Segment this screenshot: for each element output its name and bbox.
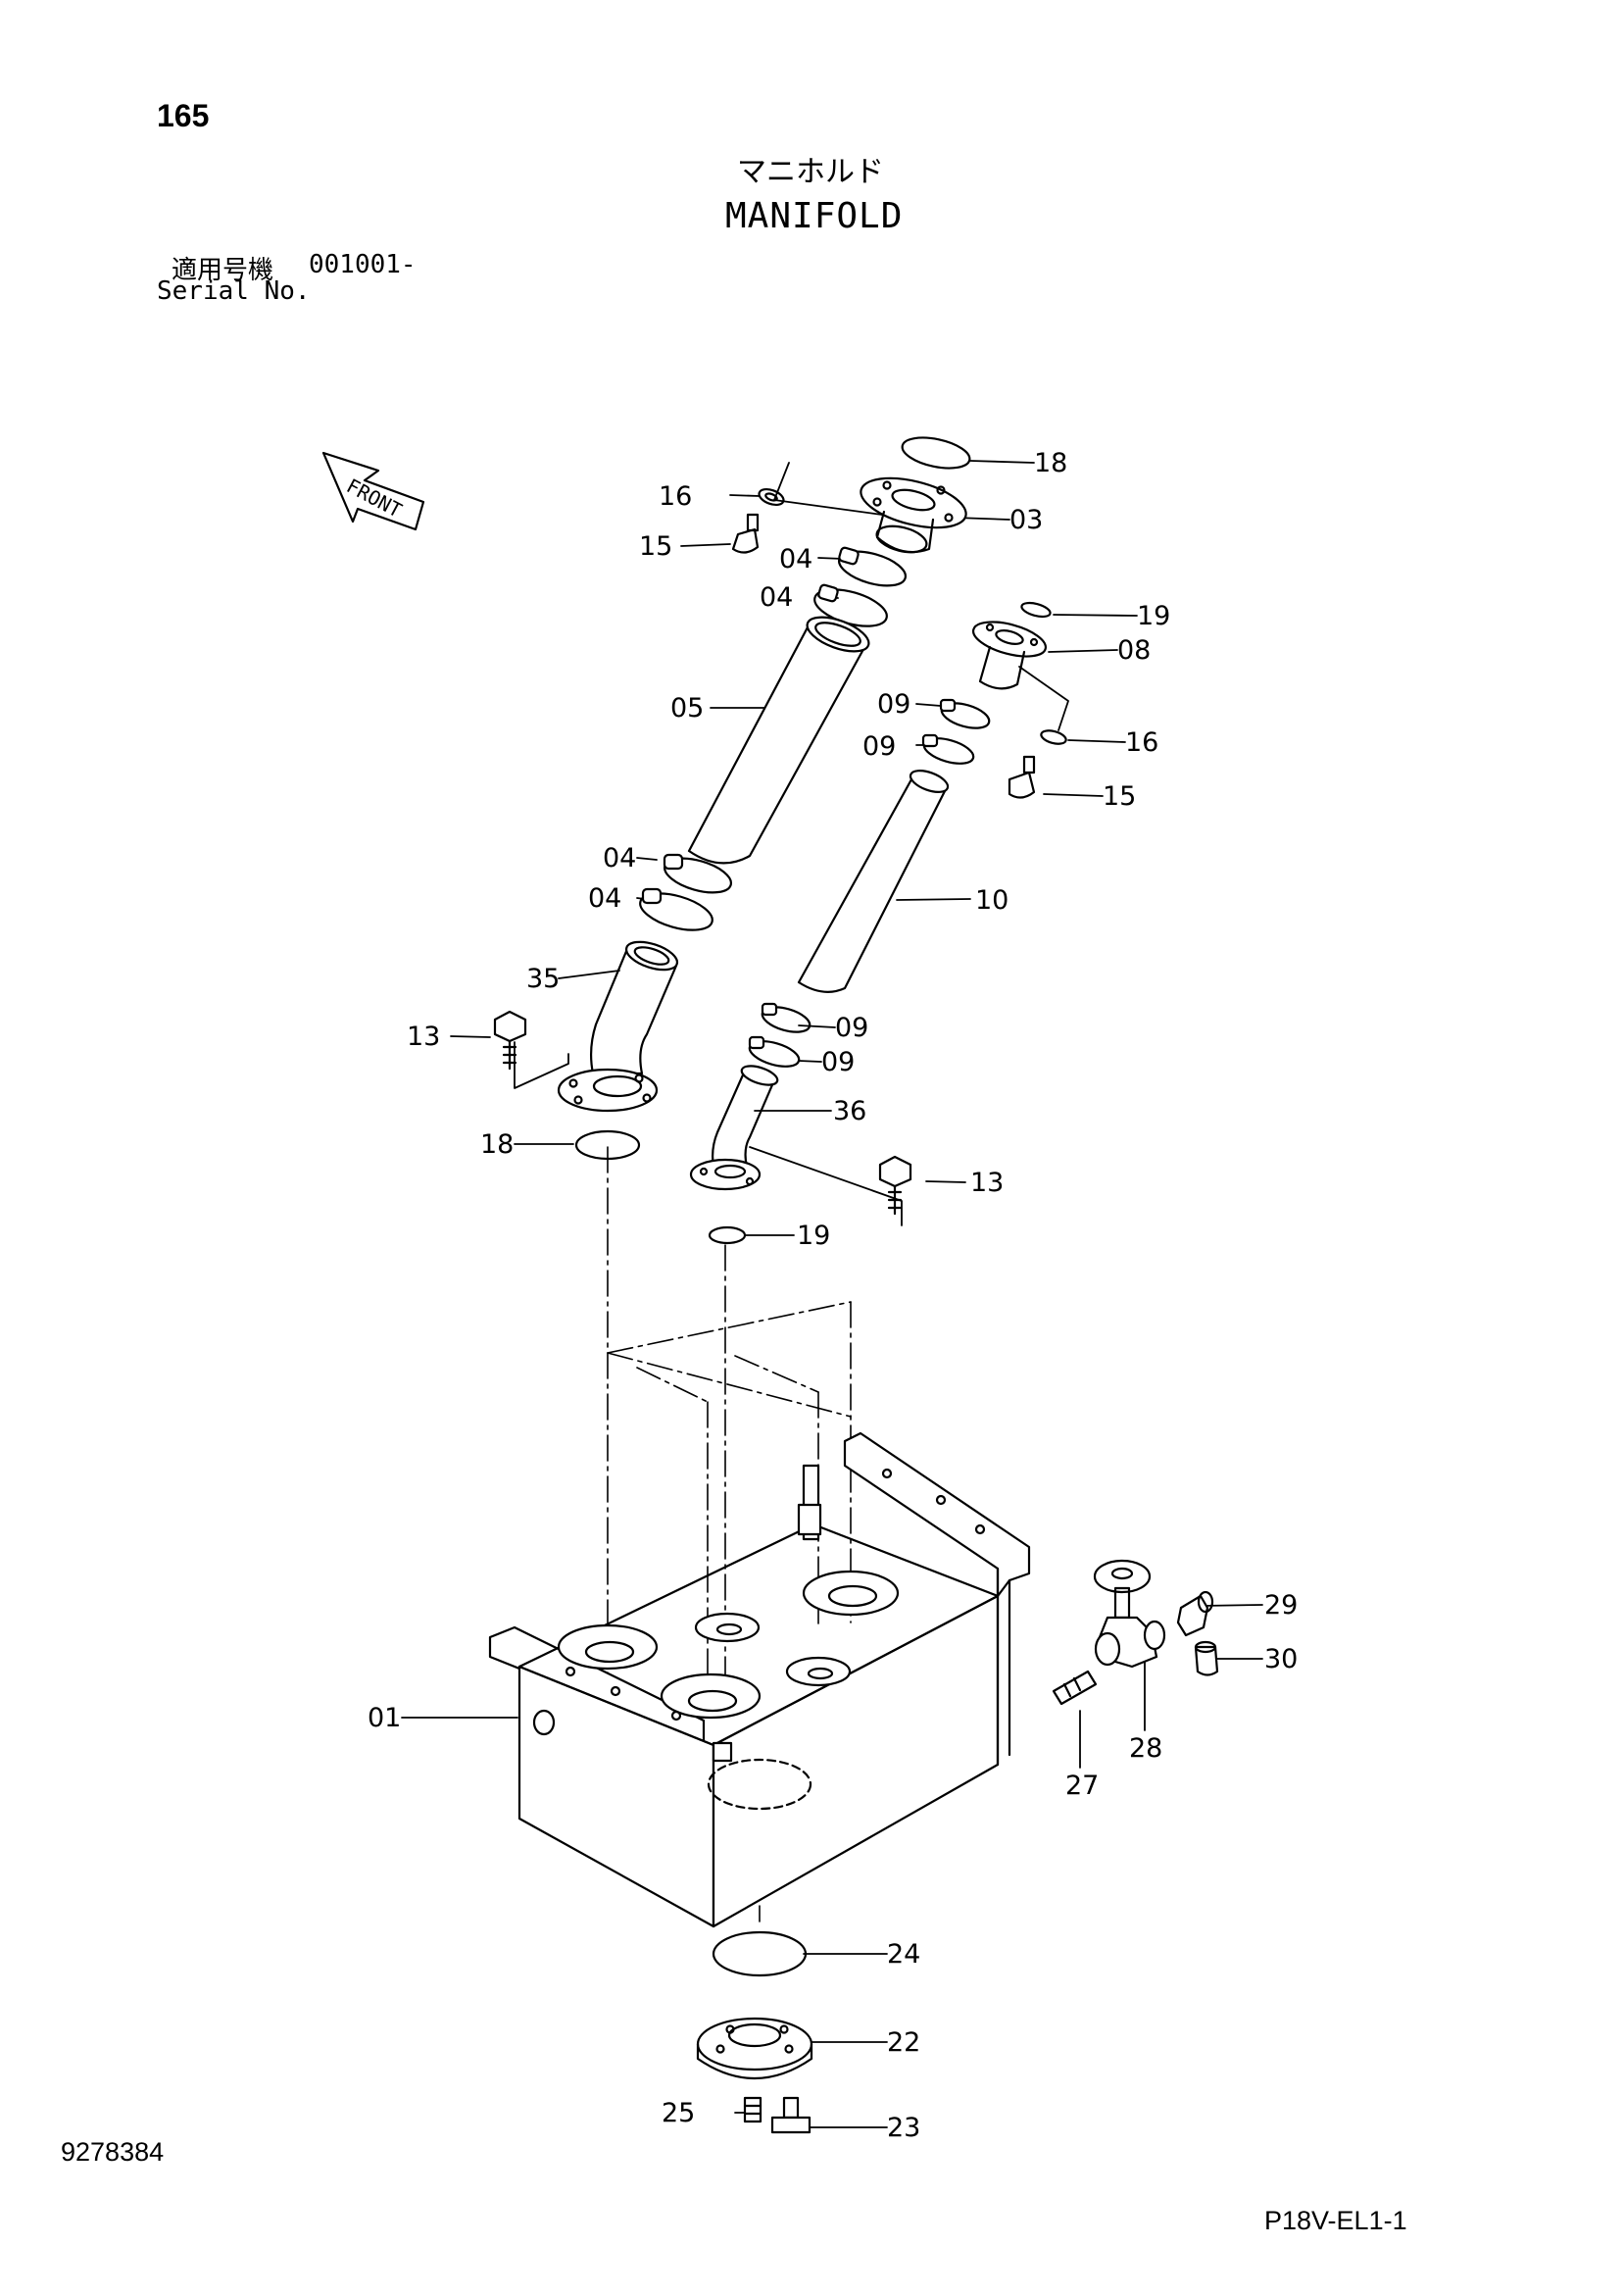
callout-18: 18 (1034, 448, 1067, 478)
manifold-tank-01 (488, 1431, 1031, 1928)
callout-05: 05 (670, 693, 704, 724)
callout-13: 13 (970, 1168, 1004, 1198)
callout-27: 27 (1065, 1771, 1099, 1801)
hose-clamps-09-upper (921, 698, 991, 765)
valve-28 (1093, 1559, 1166, 1669)
cap-30 (1194, 1640, 1219, 1676)
hose-clamps-09-lower (748, 1002, 812, 1068)
front-arrow-icon: FRONT (321, 451, 425, 531)
fitting-27 (1052, 1670, 1098, 1706)
page-title: MANIFOLD (725, 196, 904, 236)
callout-29: 29 (1264, 1590, 1298, 1621)
drawing-code: P18V-EL1-1 (1264, 2206, 1407, 2235)
o-ring-19-top (1020, 601, 1052, 619)
callout-04: 04 (588, 883, 621, 914)
callout-09: 09 (862, 731, 896, 762)
bolt-13-left (493, 1010, 527, 1071)
plug-fitting-15-right (1008, 755, 1036, 799)
callout-16: 16 (659, 481, 692, 512)
flange-adapter-03 (860, 476, 967, 554)
callout-01: 01 (368, 1703, 401, 1733)
seal-ring-16-right (1040, 729, 1067, 745)
document-number: 9278384 (61, 2137, 165, 2167)
hose-05 (687, 616, 870, 865)
callout-09: 09 (821, 1047, 855, 1077)
elbow-fitting-29 (1176, 1590, 1214, 1637)
elbow-flange-36 (689, 1065, 779, 1191)
callout-03: 03 (1009, 505, 1043, 535)
hose-clamps-04-upper (813, 546, 907, 627)
page-number: 165 (157, 98, 210, 133)
plug-fitting-15-top (731, 513, 760, 554)
elbow-flange-35 (557, 940, 679, 1113)
cover-flange-22 (696, 2017, 813, 2080)
bolt-13-right (878, 1155, 912, 1216)
callout-35: 35 (526, 964, 560, 994)
callout-09: 09 (877, 689, 910, 720)
callout-15: 15 (639, 531, 672, 562)
o-ring-18-top (901, 436, 971, 470)
hose-clamps-04-lower (639, 853, 732, 931)
title-japanese: マニホルド (737, 155, 884, 189)
bolt-25 (743, 2096, 762, 2123)
callout-23: 23 (887, 2113, 920, 2143)
callout-36: 36 (833, 1096, 866, 1126)
callout-19: 19 (1137, 601, 1170, 631)
callout-25: 25 (662, 2098, 695, 2128)
seal-ring-16-top (758, 487, 785, 507)
callout-19: 19 (797, 1221, 830, 1251)
callout-08: 08 (1117, 635, 1151, 666)
serial-label: Serial No. (157, 276, 311, 306)
callout-labels: 18 16 03 15 04 04 19 08 05 09 09 16 15 0… (368, 448, 1298, 2143)
o-ring-24-bottom (712, 1930, 808, 1977)
callout-30: 30 (1264, 1644, 1298, 1674)
callout-16: 16 (1125, 727, 1158, 758)
callout-15: 15 (1103, 781, 1136, 812)
callout-22: 22 (887, 2027, 920, 2058)
leader-lines (401, 460, 1263, 2128)
serial-number: 001001- (309, 250, 417, 279)
callout-18: 18 (480, 1129, 514, 1160)
callout-04: 04 (760, 582, 793, 613)
callout-09: 09 (835, 1013, 868, 1043)
callout-24: 24 (887, 1939, 920, 1970)
o-ring-18-lower (574, 1129, 641, 1161)
o-ring-19-lower (708, 1225, 747, 1245)
serial-label-japanese: 適用号機 (172, 256, 274, 285)
bolt-23 (770, 2096, 812, 2134)
hose-10 (797, 770, 950, 993)
callout-10: 10 (975, 885, 1008, 916)
callout-04: 04 (603, 843, 636, 873)
callout-28: 28 (1129, 1733, 1162, 1764)
callout-04: 04 (779, 544, 812, 574)
flange-adapter-08 (971, 621, 1048, 690)
callout-13: 13 (407, 1022, 440, 1052)
